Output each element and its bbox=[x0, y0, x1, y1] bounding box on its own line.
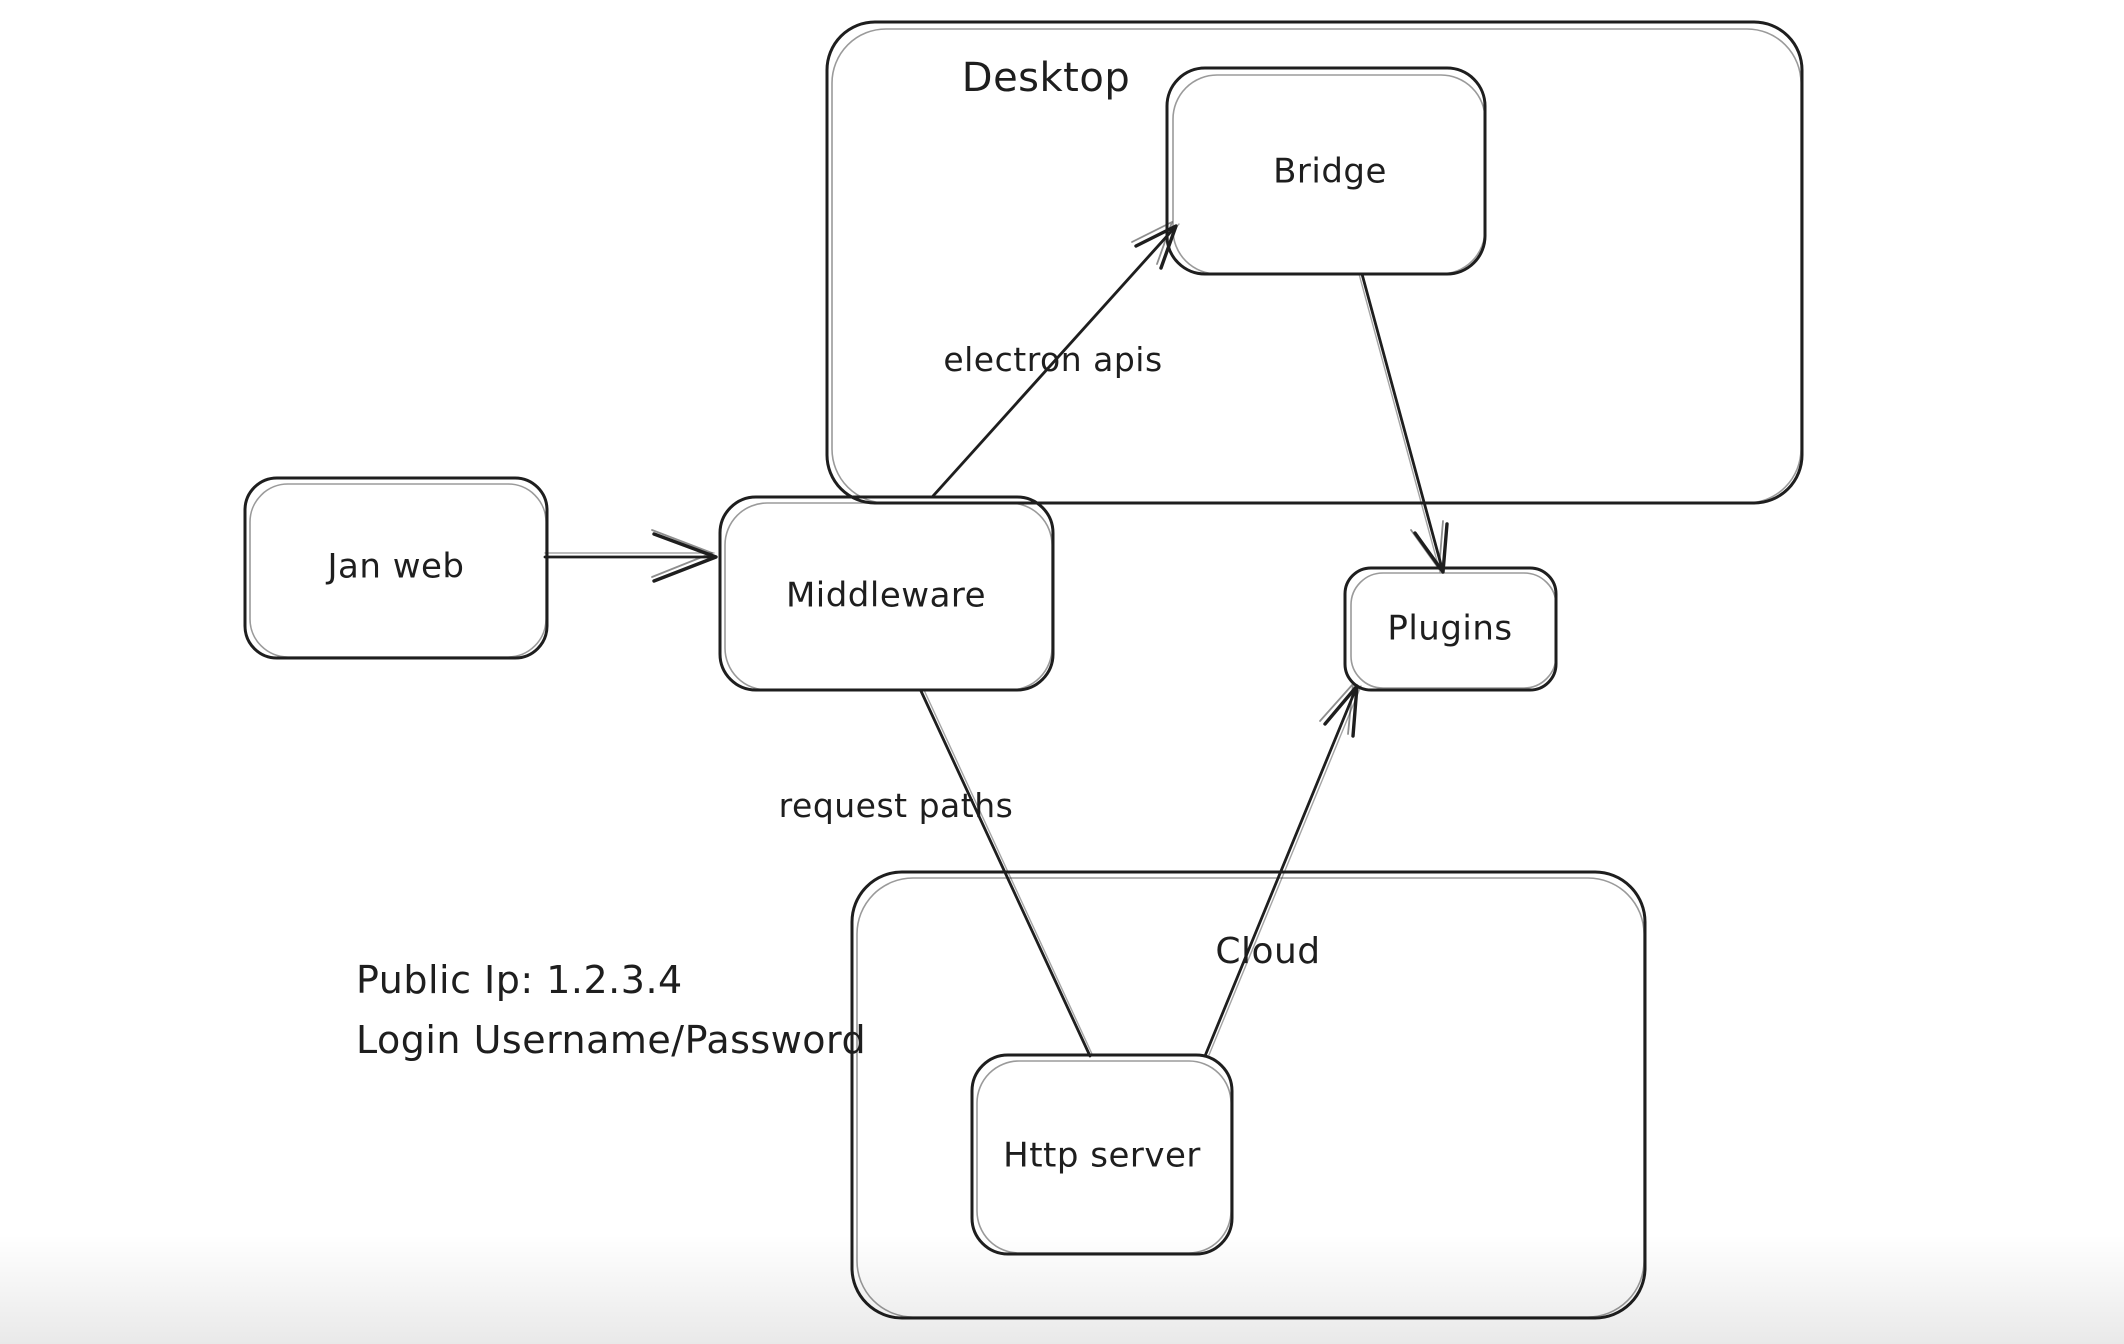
arrowhead bbox=[1319, 683, 1359, 738]
container-cloud-label: Cloud bbox=[1215, 931, 1321, 973]
edge-label-request-paths: request paths bbox=[778, 785, 1014, 825]
arrowhead bbox=[1410, 520, 1449, 574]
edge-http-server-to-plugins bbox=[1203, 683, 1362, 1058]
node-bridge-label: Bridge bbox=[1273, 151, 1387, 192]
container-desktop-label: Desktop bbox=[961, 55, 1131, 101]
node-http-server-label: Http server bbox=[1003, 1135, 1201, 1176]
arrowhead bbox=[651, 529, 718, 583]
node-bridge bbox=[1165, 66, 1487, 276]
edge-middleware-to-http-server bbox=[919, 689, 1093, 1058]
node-jan-web bbox=[243, 476, 549, 660]
node-plugins bbox=[1343, 566, 1558, 692]
edge-label-electron-apis: electron apis bbox=[943, 339, 1163, 379]
node-middleware bbox=[718, 495, 1055, 692]
container-desktop bbox=[825, 20, 1804, 505]
edge-bridge-to-plugins bbox=[1358, 272, 1449, 574]
node-middleware-label: Middleware bbox=[785, 575, 987, 616]
edge-jan-web-to-middleware bbox=[543, 529, 718, 583]
edge-middleware-to-bridge bbox=[931, 221, 1180, 498]
node-http-server bbox=[970, 1053, 1234, 1256]
node-plugins-label: Plugins bbox=[1387, 608, 1513, 649]
node-jan-web-label: Jan web bbox=[327, 546, 465, 587]
annotation-public-ip: Public Ip: 1.2.3.4 bbox=[356, 958, 683, 1002]
arrowhead bbox=[1131, 221, 1178, 270]
container-cloud bbox=[850, 870, 1647, 1320]
annotation-login: Login Username/Password bbox=[356, 1018, 867, 1062]
